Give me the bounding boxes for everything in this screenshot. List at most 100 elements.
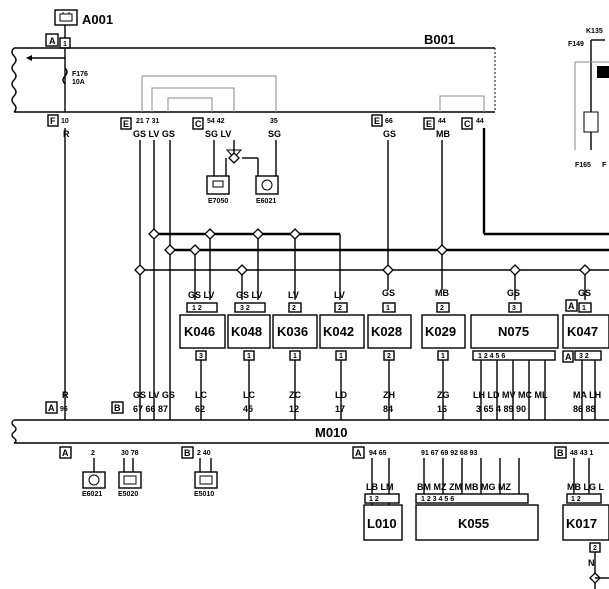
upper-connector-f: F 10 R [47,114,70,139]
svg-text:LH LD MV MC ML: LH LD MV MC ML [473,390,548,400]
svg-text:48 43 1: 48 43 1 [570,450,593,457]
svg-text:1: 1 [441,353,445,360]
k017-label: K017 [566,516,597,531]
svg-text:2 40: 2 40 [197,450,211,457]
svg-text:MB LG L: MB LG L [567,482,604,492]
svg-text:1 2 4 5 6: 1 2 4 5 6 [478,353,505,360]
svg-text:E: E [426,119,432,129]
svg-text:MB: MB [435,288,449,298]
svg-text:K036: K036 [277,324,308,339]
l010-label: L010 [367,516,397,531]
e7050-component: E7050 [206,140,243,205]
svg-text:LB LM: LB LM [366,482,394,492]
internal-jumpers [141,75,485,112]
svg-text:3: 3 [512,305,516,312]
upper-connector-e3: E 44 MB [423,117,450,139]
svg-text:1 2: 1 2 [192,305,202,312]
svg-text:62: 62 [195,404,205,414]
svg-text:LV: LV [334,290,345,300]
svg-text:LV: LV [288,290,299,300]
svg-text:K029: K029 [425,324,456,339]
svg-text:GS: GS [382,288,395,298]
svg-text:F: F [50,116,56,126]
module-k046: GS LV 1 2 K046 3 LC 62 [179,290,226,420]
e6021-label: E6021 [256,198,276,205]
svg-text:67 66 87: 67 66 87 [133,404,168,414]
svg-text:84: 84 [383,404,393,414]
right-inset: K135 F149 F165 F [568,28,609,169]
module-k036: LV 2 K036 1 ZC 12 [272,290,318,420]
inset-f: F [602,162,607,169]
long-wires [64,128,609,420]
svg-text:GS LV: GS LV [188,290,214,300]
bottom-b-group: B 2 40 E5010 [181,446,218,498]
svg-text:1 2: 1 2 [369,496,379,503]
svg-text:1: 1 [247,353,251,360]
a001-label: A001 [82,12,113,27]
svg-text:ZG: ZG [437,390,450,400]
module-k042: LV 2 K042 1 LD 17 [319,290,365,420]
svg-text:A: A [568,301,575,311]
svg-text:N: N [588,558,595,568]
module-k029: MB 2 K029 1 ZG 16 [421,288,466,420]
svg-text:1: 1 [293,353,297,360]
svg-text:BM MZ ZM MB MG MZ: BM MZ ZM MB MG MZ [417,482,511,492]
upper-connector-e1: E 21 7 31 GS LV GS [120,117,175,139]
e6021-component-top: E6021 [242,140,279,205]
svg-text:2: 2 [91,450,95,457]
svg-text:2: 2 [292,305,296,312]
bottom-k055: 91 67 69 92 68 93 BM MZ ZM MB MG MZ 1 2 … [415,450,539,541]
fuse-name: F176 [72,71,88,78]
svg-text:1: 1 [386,305,390,312]
svg-text:3: 3 [199,353,203,360]
bottom-k017: B 48 43 1 MB LG L 1 2 K017 2 N [554,446,609,589]
svg-text:A: A [48,403,55,413]
svg-text:K048: K048 [231,324,262,339]
m010-unit: M010 R A 96 GS LV GS B 67 66 87 [11,390,609,444]
svg-text:K028: K028 [371,324,402,339]
svg-text:MA LH: MA LH [573,390,601,400]
svg-text:1: 1 [582,305,586,312]
inset-k135: K135 [586,28,603,35]
module-k028: GS 1 K028 2 ZH 84 [367,288,412,420]
e6021-bottom-label: E6021 [82,491,102,498]
svg-text:R: R [63,129,70,139]
svg-text:GS: GS [383,129,396,139]
svg-text:E: E [123,119,129,129]
svg-text:GS: GS [578,288,591,298]
svg-text:B: B [557,448,564,458]
upper-connector-35: 35 SG [268,118,281,139]
svg-text:K046: K046 [184,324,215,339]
svg-text:3 2: 3 2 [240,305,250,312]
module-k048: GS LV 3 2 K048 1 LC 45 [227,290,271,420]
svg-text:A: A [355,448,362,458]
svg-text:1 2 3 4 5 6: 1 2 3 4 5 6 [421,496,454,503]
svg-text:LD: LD [335,390,347,400]
svg-text:17: 17 [335,404,345,414]
b001-unit: B001 F176 10A [11,32,496,113]
module-k047: GS A 1 K047 A 3 2 MA LH 86 88 [562,288,609,420]
svg-text:GS LV GS: GS LV GS [133,390,175,400]
svg-text:A: A [62,448,69,458]
svg-text:A: A [565,352,572,362]
svg-text:16: 16 [437,404,447,414]
svg-text:45: 45 [243,404,253,414]
svg-text:3 65 4 89 90: 3 65 4 89 90 [476,404,526,414]
e7050-label: E7050 [208,198,228,205]
svg-text:C: C [464,119,471,129]
inset-f165: F165 [575,162,591,169]
e5010-label: E5010 [194,491,214,498]
svg-text:21 7 31: 21 7 31 [136,118,159,125]
svg-text:96: 96 [60,406,68,413]
fuse-rating: 10A [72,79,85,86]
a001-pin: 1 [63,41,67,48]
svg-text:ZC: ZC [289,390,301,400]
svg-text:R: R [62,390,69,400]
svg-text:LC: LC [195,390,207,400]
svg-text:1: 1 [339,353,343,360]
svg-text:ZH: ZH [383,390,395,400]
svg-text:35: 35 [270,118,278,125]
svg-text:GS LV GS: GS LV GS [133,129,175,139]
svg-text:SG LV: SG LV [205,129,231,139]
svg-text:91 67 69 92 68 93: 91 67 69 92 68 93 [421,450,478,457]
